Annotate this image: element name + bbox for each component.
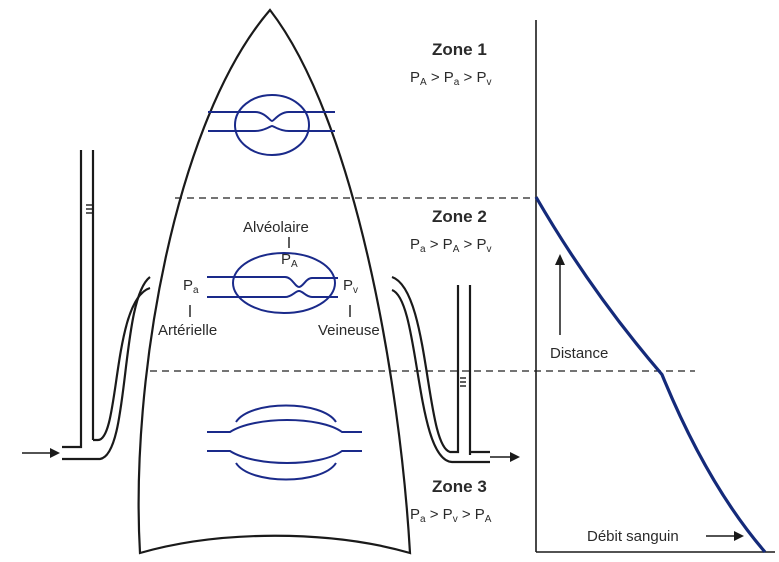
chart-xlabel: Débit sanguin [587, 528, 679, 545]
distance-arrow [555, 254, 565, 335]
debit-arrow [706, 531, 744, 541]
lung-outline [137, 8, 412, 555]
zone-2-relation: Pa > PA > Pv [410, 236, 491, 255]
arterial-tube [62, 150, 151, 461]
zone-2-title: Zone 2 [432, 207, 487, 226]
inflow-arrow [22, 448, 60, 458]
label-pa-alveolar: PA [281, 251, 298, 270]
blood-flow-chart: Distance Débit sanguin [534, 20, 775, 554]
label-arterielle: Artérielle [158, 322, 217, 339]
label-veineuse: Veineuse [318, 322, 380, 339]
venous-tube [391, 275, 490, 464]
zone-3-title: Zone 3 [432, 477, 487, 496]
chart-series-line [534, 196, 767, 554]
alveolus-zone-1 [208, 94, 335, 156]
outflow-arrow [490, 452, 520, 462]
label-alveolaire: Alvéolaire [243, 219, 309, 236]
label-pv-venous: Pv [343, 277, 358, 296]
zone-1-title: Zone 1 [432, 40, 487, 59]
chart-ylabel: Distance [550, 345, 608, 362]
zone-1-relation: PA > Pa > Pv [410, 69, 491, 88]
zone-3-relation: Pa > Pv > PA [410, 506, 492, 525]
alveolus-zone-3 [207, 404, 362, 481]
label-pa-arterial: Pa [183, 277, 199, 296]
alveolus-zone-2 [207, 252, 338, 314]
